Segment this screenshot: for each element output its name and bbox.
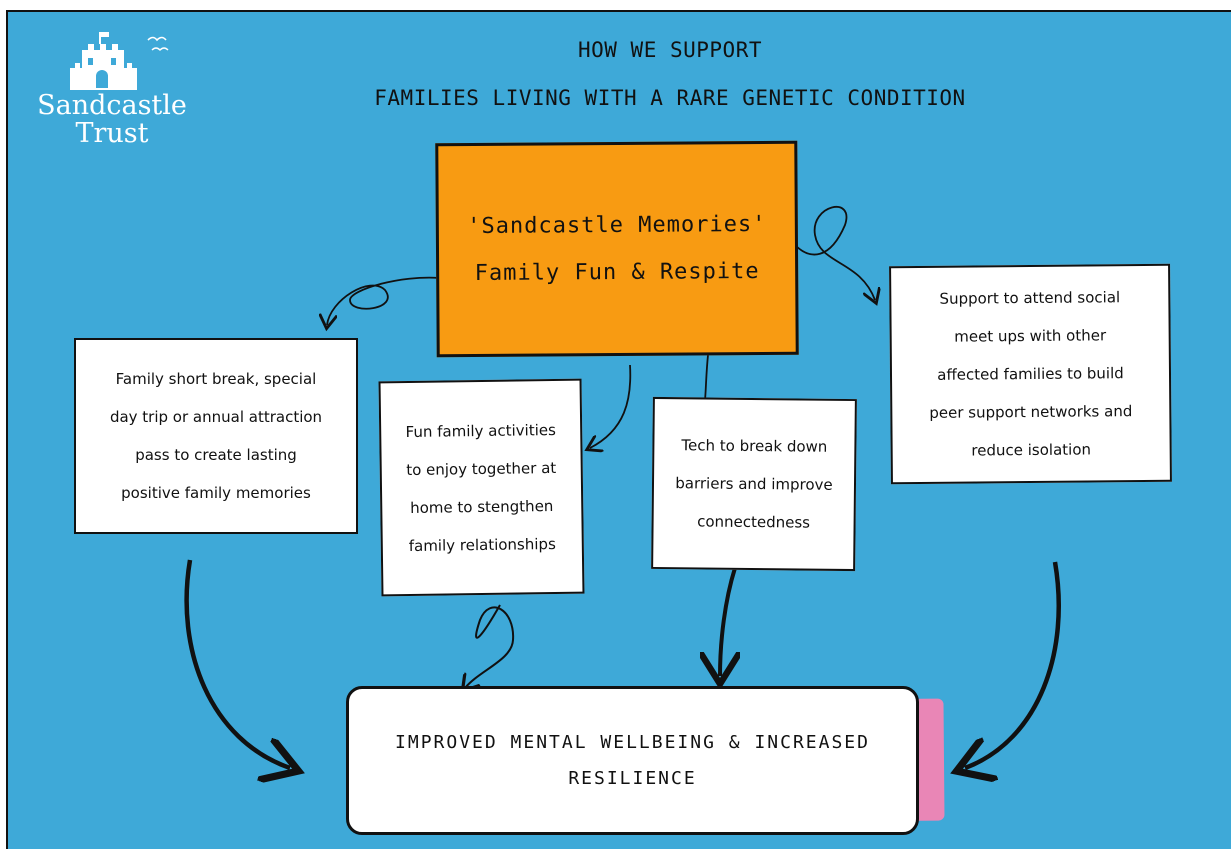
box-short-break-line: day trip or annual attraction — [109, 408, 323, 426]
arrow-short-break-to-outcome — [184, 559, 290, 768]
box-short-break-line: positive family memories — [121, 484, 311, 502]
box-short-break: Family short break, special day trip or … — [74, 338, 358, 534]
box-home-activities-line: to enjoy together at — [406, 458, 557, 479]
arrow-center-to-home — [590, 364, 632, 448]
box-social-line: Support to attend social — [939, 288, 1121, 308]
box-tech-line: Tech to break down — [681, 436, 828, 456]
connector-center-to-tech — [704, 354, 709, 401]
arrow-social-to-outcome — [965, 561, 1061, 768]
box-tech-line: connectedness — [697, 512, 811, 532]
arrow-tech-to-outcome — [720, 567, 735, 676]
box-tech-line: barriers and improve — [675, 474, 833, 494]
outcome-line1: IMPROVED MENTAL WELLBEING & INCREASED — [395, 731, 870, 753]
box-social-line: reduce isolation — [971, 440, 1092, 460]
outcome-line2: RESILIENCE — [568, 767, 697, 789]
box-social-line: meet ups with other — [954, 326, 1107, 346]
box-short-break-line: pass to create lasting — [135, 446, 297, 464]
arrow-center-to-short-break — [327, 276, 441, 325]
sandcastle-trust-logo: Sandcastle Trust — [30, 28, 195, 158]
box-home-activities-line: family relationships — [408, 534, 556, 555]
center-box-line1: 'Sandcastle Memories' — [467, 211, 767, 240]
logo-text-line2: Trust — [75, 118, 149, 149]
outcome-box: IMPROVED MENTAL WELLBEING & INCREASED RE… — [346, 686, 919, 835]
box-short-break-line: Family short break, special — [115, 370, 317, 388]
diagram-title-line1: HOW WE SUPPORT — [577, 38, 762, 62]
center-box-family-fun: 'Sandcastle Memories' Family Fun & Respi… — [435, 140, 799, 358]
arrow-center-to-social — [794, 206, 875, 300]
box-tech: Tech to break down barriers and improve … — [651, 396, 857, 572]
diagram-title-line2: FAMILIES LIVING WITH A RARE GENETIC COND… — [374, 86, 966, 110]
box-home-activities: Fun family activities to enjoy together … — [378, 378, 585, 597]
center-box-line2: Family Fun & Respite — [474, 259, 760, 286]
box-social-line: peer support networks and — [929, 402, 1133, 422]
logo-text-line1: Sandcastle — [37, 90, 187, 121]
box-home-activities-line: Fun family activities — [405, 420, 556, 441]
arrow-home-to-outcome — [465, 604, 515, 688]
castle-icon — [70, 32, 169, 90]
box-social-line: affected families to build — [937, 364, 1124, 384]
box-home-activities-line: home to stengthen — [410, 496, 554, 517]
box-social: Support to attend social meet ups with o… — [889, 263, 1172, 485]
